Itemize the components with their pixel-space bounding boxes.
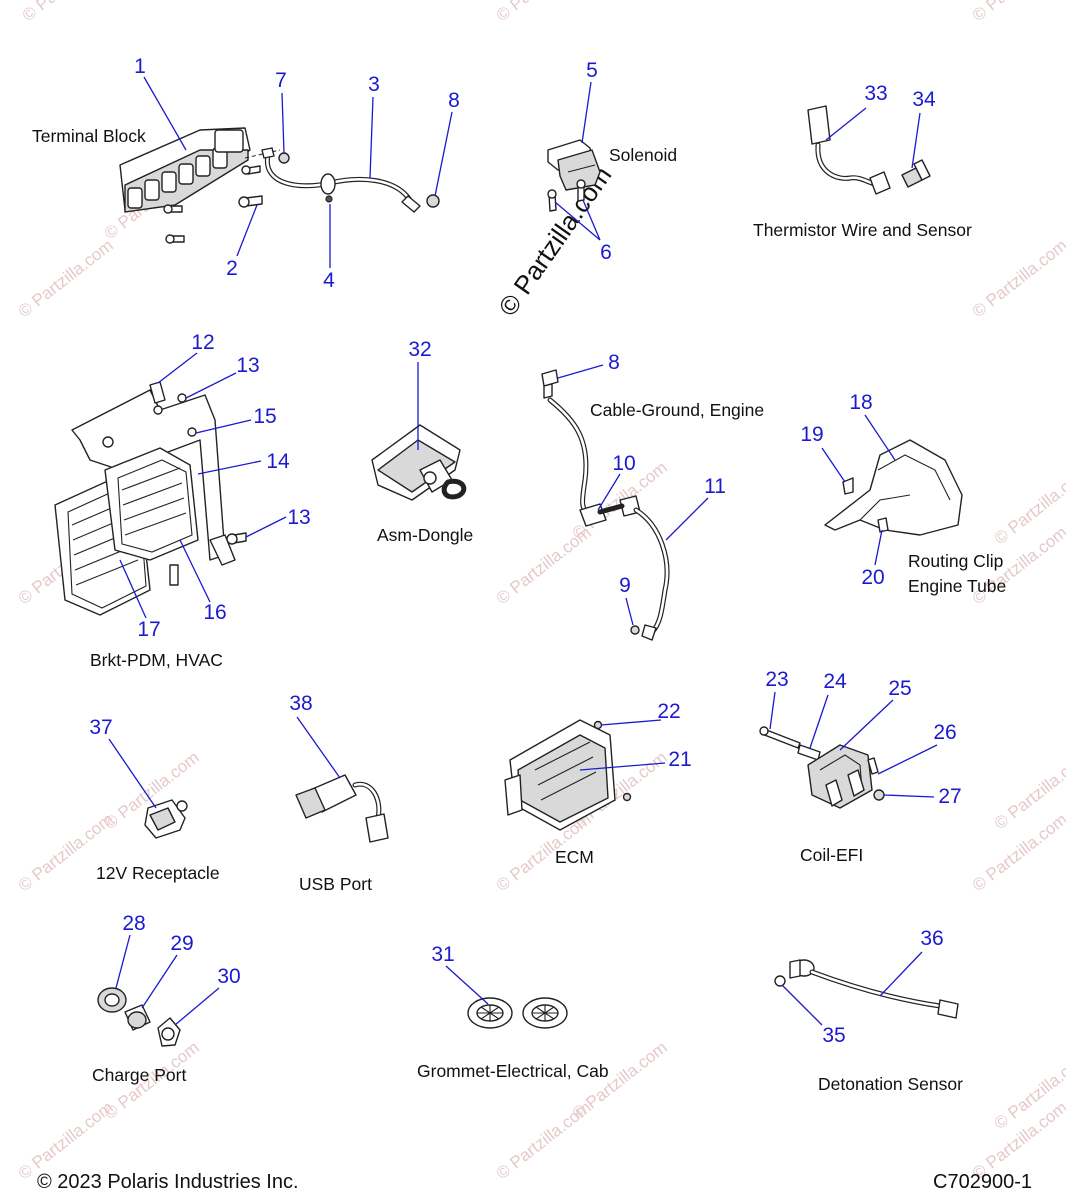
solenoid-group [547, 139, 601, 212]
leader-lines [108, 76, 938, 1026]
screw-2-part [163, 165, 263, 244]
callout-33: 33 [864, 82, 887, 105]
copyright-text: © 2023 Polaris Industries Inc. [37, 1171, 299, 1193]
callout-8a: 8 [448, 89, 460, 112]
label-asm-dongle: Asm-Dongle [377, 525, 473, 545]
callout-25: 25 [888, 677, 911, 700]
label-brkt-pdm: Brkt-PDM, HVAC [90, 650, 223, 670]
callout-numbers: 1 2 3 4 5 6 7 8 8 9 10 11 12 13 13 14 15… [89, 55, 961, 1047]
callout-20: 20 [861, 566, 884, 589]
label-grommet: Grommet-Electrical, Cab [417, 1061, 609, 1081]
callout-34: 34 [912, 88, 936, 111]
group-labels: Terminal Block Solenoid Thermistor Wire … [32, 126, 1006, 1094]
callout-15: 15 [253, 405, 276, 428]
callout-31: 31 [431, 943, 454, 966]
label-engine-tube: Engine Tube [908, 576, 1006, 596]
callout-3: 3 [368, 73, 380, 96]
callout-29: 29 [170, 932, 193, 955]
label-ecm: ECM [555, 847, 594, 867]
callout-36: 36 [920, 927, 943, 950]
callout-30: 30 [217, 965, 240, 988]
callout-2: 2 [226, 257, 238, 280]
callout-19: 19 [800, 423, 823, 446]
watermark-text: © Partzilla.com [969, 236, 1066, 322]
nut-7-part [278, 152, 290, 164]
coil-efi-group [759, 726, 885, 809]
callout-17: 17 [137, 618, 160, 641]
label-coil-efi: Coil-EFI [800, 845, 863, 865]
label-usb-port: USB Port [299, 874, 372, 894]
callout-38: 38 [289, 692, 312, 715]
footer: © 2023 Polaris Industries Inc. C702900-1 [37, 1171, 1032, 1193]
callout-16: 16 [203, 601, 226, 624]
watermark-text: © Partzilla.com [969, 0, 1066, 25]
callout-32: 32 [408, 338, 431, 361]
callout-4: 4 [323, 269, 335, 292]
detonation-sensor-group [774, 959, 959, 1019]
watermark-center: © Partzilla.com [492, 161, 617, 322]
callout-18: 18 [849, 391, 872, 414]
terminal-block-part [119, 127, 281, 213]
callout-12: 12 [191, 331, 214, 354]
charge-port-group [97, 987, 181, 1047]
callout-21: 21 [668, 748, 691, 771]
callout-37: 37 [89, 716, 112, 739]
bracket-pdm-group [54, 381, 247, 616]
callout-10: 10 [612, 452, 635, 475]
callout-1: 1 [134, 55, 146, 78]
routing-clip-group [824, 439, 963, 536]
cable-ground-engine-group [541, 369, 670, 641]
watermark-text: © Partzilla.com [969, 810, 1066, 896]
asm-dongle-group [371, 424, 467, 501]
label-terminal-block: Terminal Block [32, 126, 146, 146]
callout-24: 24 [823, 670, 847, 693]
label-cable-ground: Cable-Ground, Engine [590, 400, 764, 420]
callout-22: 22 [657, 700, 680, 723]
ground-cable-3-part [261, 147, 440, 213]
callout-13b: 13 [287, 506, 310, 529]
callout-6: 6 [600, 241, 612, 264]
label-charge-port: Charge Port [92, 1065, 186, 1085]
thermistor-group [807, 105, 931, 195]
terminal-block-group [119, 127, 440, 244]
label-12v-receptacle: 12V Receptacle [96, 863, 220, 883]
callout-27: 27 [938, 785, 961, 808]
callout-35: 35 [822, 1024, 845, 1047]
callout-5: 5 [586, 59, 598, 82]
callout-13a: 13 [236, 354, 259, 377]
callout-9: 9 [619, 574, 631, 597]
callout-8b: 8 [608, 351, 620, 374]
label-routing-clip: Routing Clip [908, 551, 1003, 571]
callout-28: 28 [122, 912, 145, 935]
callout-11: 11 [704, 475, 726, 498]
label-thermistor: Thermistor Wire and Sensor [753, 220, 972, 240]
watermark-text: © Partzilla.com [19, 0, 121, 25]
watermark-text: © Partzilla.com [493, 0, 595, 25]
diagram-code: C702900-1 [933, 1171, 1032, 1193]
label-detonation-sensor: Detonation Sensor [818, 1074, 963, 1094]
ecm-group [504, 719, 632, 831]
grommet-group [467, 997, 568, 1029]
callout-14: 14 [266, 450, 290, 473]
callout-23: 23 [765, 668, 788, 691]
usb-port-group [295, 774, 389, 843]
callout-26: 26 [933, 721, 956, 744]
callout-7: 7 [275, 69, 287, 92]
watermark-text: © Partzilla.com [15, 236, 117, 322]
label-solenoid: Solenoid [609, 145, 677, 165]
receptacle-group [144, 799, 188, 839]
